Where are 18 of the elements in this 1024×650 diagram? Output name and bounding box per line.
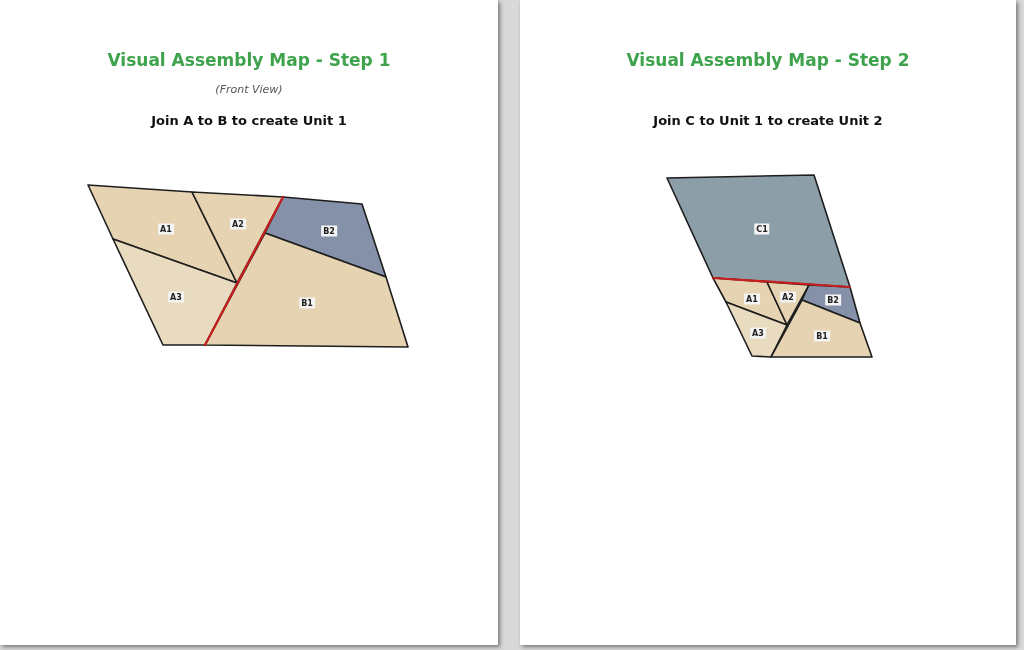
- patch-label: B2: [321, 225, 337, 237]
- patch-label: A1: [744, 293, 760, 305]
- patch-label: A2: [230, 218, 246, 230]
- view-note: (Front View): [215, 83, 283, 96]
- patch-label: A2: [780, 291, 796, 303]
- patch-label: C1: [754, 223, 770, 235]
- page-heading: Visual Assembly Map - Step 1: [107, 50, 391, 70]
- step-instruction: Join A to B to create Unit 1: [151, 113, 347, 128]
- page-heading: Visual Assembly Map - Step 2: [626, 50, 910, 70]
- patch-label: B1: [299, 297, 315, 309]
- page: [0, 0, 498, 645]
- patch-label: B2: [825, 294, 841, 306]
- patch-label: A3: [750, 327, 766, 339]
- page: [520, 0, 1016, 645]
- patch-label: A3: [168, 291, 184, 303]
- patch-label: B1: [814, 330, 830, 342]
- patch-label: A1: [158, 223, 174, 235]
- step-instruction: Join C to Unit 1 to create Unit 2: [653, 113, 883, 128]
